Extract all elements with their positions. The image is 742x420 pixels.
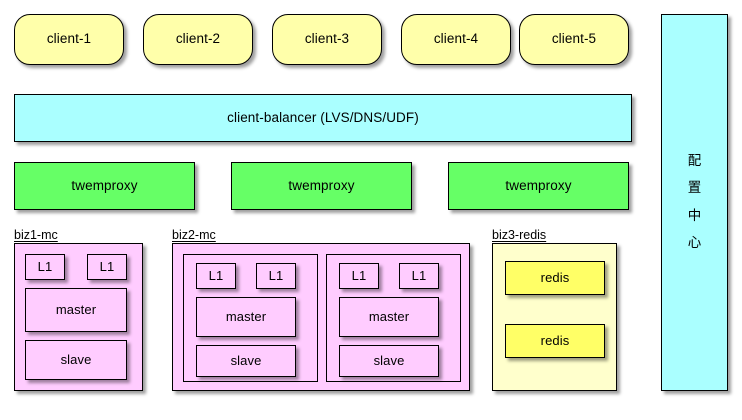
client-node-label: client-5 xyxy=(551,31,597,47)
slave-label: slave xyxy=(60,352,92,368)
client-node-2[interactable]: client-2 xyxy=(143,14,253,65)
twemproxy-node-2[interactable]: twemproxy xyxy=(231,162,412,210)
master-label: master xyxy=(225,309,267,325)
l1-cache-label: L1 xyxy=(268,268,284,284)
master-label: master xyxy=(368,309,410,325)
group-biz2-mc[interactable]: L1 L1 master slave L1 L1 master xyxy=(172,243,470,391)
slave-node[interactable]: slave xyxy=(196,345,296,377)
redis-node[interactable]: redis xyxy=(505,324,605,358)
client-node-label: client-2 xyxy=(175,31,221,47)
config-center-panel[interactable]: 配 置 中 心 xyxy=(661,14,728,391)
master-node[interactable]: master xyxy=(196,297,296,337)
l1-cache-label: L1 xyxy=(37,259,53,275)
l1-cache-label: L1 xyxy=(411,268,427,284)
client-node-label: client-1 xyxy=(46,31,92,47)
l1-cache-node[interactable]: L1 xyxy=(25,254,65,280)
group-biz3-redis[interactable]: redis redis xyxy=(492,243,617,391)
l1-cache-label: L1 xyxy=(99,259,115,275)
twemproxy-label: twemproxy xyxy=(71,177,138,193)
group-label-biz3-redis: biz3-redis xyxy=(492,228,547,242)
client-node-1[interactable]: client-1 xyxy=(14,14,124,65)
config-center-char: 心 xyxy=(687,235,702,251)
twemproxy-node-1[interactable]: twemproxy xyxy=(14,162,195,210)
redis-label: redis xyxy=(540,270,570,286)
client-node-label: client-4 xyxy=(433,31,479,47)
client-node-3[interactable]: client-3 xyxy=(272,14,382,65)
config-center-char: 中 xyxy=(687,207,702,224)
l1-cache-node[interactable]: L1 xyxy=(399,263,439,289)
twemproxy-label: twemproxy xyxy=(505,177,572,193)
shard-node[interactable]: L1 L1 master slave xyxy=(183,254,318,382)
l1-cache-label: L1 xyxy=(351,268,367,284)
l1-cache-node[interactable]: L1 xyxy=(339,263,379,289)
client-balancer-node[interactable]: client-balancer (LVS/DNS/UDF) xyxy=(14,94,632,142)
slave-node[interactable]: slave xyxy=(25,340,127,380)
l1-cache-label: L1 xyxy=(208,268,224,284)
client-balancer-label: client-balancer (LVS/DNS/UDF) xyxy=(227,109,419,125)
client-node-5[interactable]: client-5 xyxy=(519,14,629,65)
l1-cache-node[interactable]: L1 xyxy=(87,254,127,280)
l1-cache-node[interactable]: L1 xyxy=(196,263,236,289)
slave-label: slave xyxy=(373,353,405,369)
master-node[interactable]: master xyxy=(25,288,127,332)
config-center-char: 置 xyxy=(687,180,702,196)
config-center-char: 配 xyxy=(687,152,702,169)
redis-node[interactable]: redis xyxy=(505,261,605,295)
twemproxy-label: twemproxy xyxy=(288,177,355,193)
master-label: master xyxy=(55,302,97,318)
twemproxy-node-3[interactable]: twemproxy xyxy=(448,162,629,210)
shard-node[interactable]: L1 L1 master slave xyxy=(326,254,461,382)
group-biz1-mc[interactable]: L1 L1 master slave xyxy=(14,243,143,391)
client-node-4[interactable]: client-4 xyxy=(401,14,511,65)
slave-label: slave xyxy=(230,353,262,369)
l1-cache-node[interactable]: L1 xyxy=(256,263,296,289)
redis-label: redis xyxy=(540,333,570,349)
group-label-biz1-mc: biz1-mc xyxy=(14,228,58,242)
group-label-biz2-mc: biz2-mc xyxy=(172,228,216,242)
slave-node[interactable]: slave xyxy=(339,345,439,377)
client-node-label: client-3 xyxy=(304,31,350,47)
master-node[interactable]: master xyxy=(339,297,439,337)
